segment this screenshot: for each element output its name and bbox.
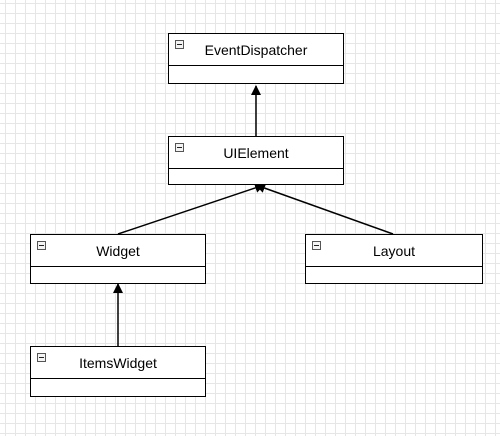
class-box-uielement[interactable]: UIElement [168, 136, 344, 185]
class-body [306, 267, 482, 284]
class-header: Widget [31, 235, 205, 267]
collapse-icon[interactable] [37, 353, 46, 362]
class-name: Layout [372, 242, 416, 259]
class-body [31, 267, 205, 284]
class-body [169, 169, 343, 186]
class-name: EventDispatcher [204, 41, 308, 58]
collapse-icon[interactable] [37, 241, 46, 250]
class-header: EventDispatcher [169, 34, 343, 66]
class-header: ItemsWidget [31, 347, 205, 379]
collapse-icon[interactable] [175, 40, 184, 49]
class-box-layout[interactable]: Layout [305, 234, 483, 284]
class-box-itemswidget[interactable]: ItemsWidget [30, 346, 206, 397]
class-body [169, 66, 343, 83]
class-body [31, 379, 205, 396]
class-name: ItemsWidget [79, 354, 157, 371]
class-header: Layout [306, 235, 482, 267]
collapse-icon[interactable] [312, 241, 321, 250]
edge-widget-uielement [117, 183, 265, 235]
class-box-widget[interactable]: Widget [30, 234, 206, 284]
class-box-eventdispatcher[interactable]: EventDispatcher [168, 33, 344, 84]
class-header: UIElement [169, 137, 343, 169]
class-name: UIElement [223, 144, 289, 161]
collapse-icon[interactable] [175, 143, 184, 152]
class-name: Widget [96, 242, 140, 259]
edge-layout-uielement [255, 183, 394, 235]
